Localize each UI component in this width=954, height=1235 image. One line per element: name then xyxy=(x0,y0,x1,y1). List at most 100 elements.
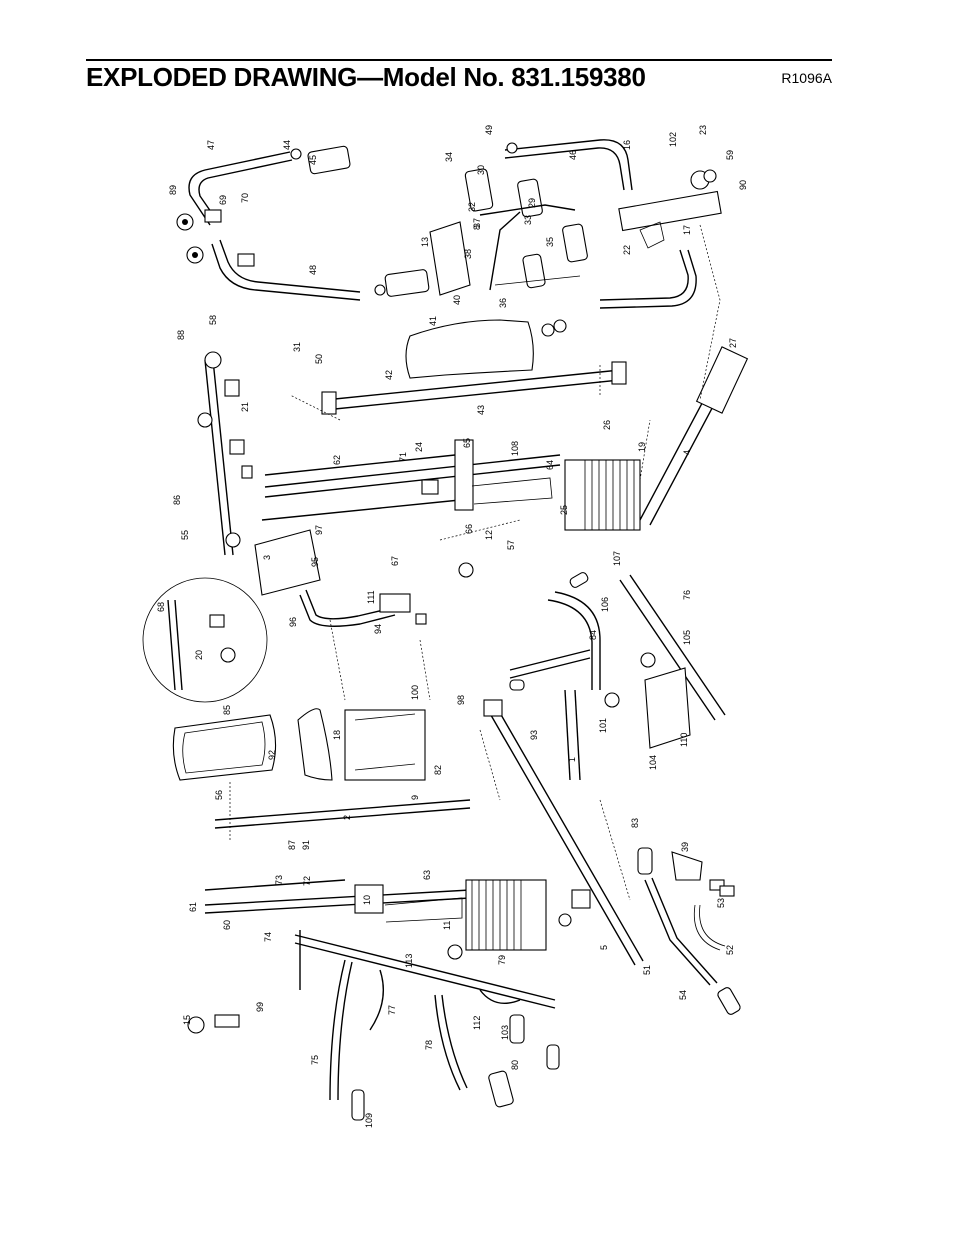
part-label-47: 47 xyxy=(206,140,216,150)
part-label-33: 33 xyxy=(523,215,533,225)
header-rule xyxy=(86,59,832,61)
part-label-91: 91 xyxy=(301,840,311,850)
part-label-57: 57 xyxy=(506,540,516,550)
part-label-88: 88 xyxy=(176,330,186,340)
part-label-22: 22 xyxy=(622,245,632,255)
diagonal-frame-and-stack xyxy=(465,699,644,966)
part-label-43: 43 xyxy=(476,405,486,415)
part-label-59: 59 xyxy=(725,150,735,160)
part-label-40: 40 xyxy=(452,295,462,305)
part-label-83: 83 xyxy=(630,818,640,828)
part-label-105: 105 xyxy=(682,630,692,645)
part-label-106: 106 xyxy=(600,597,610,612)
part-label-32: 32 xyxy=(467,202,477,212)
part-label-85: 85 xyxy=(222,705,232,715)
part-label-48: 48 xyxy=(308,265,318,275)
part-label-55: 55 xyxy=(180,530,190,540)
part-label-31: 31 xyxy=(292,342,302,352)
part-label-100: 100 xyxy=(410,685,420,700)
part-label-61: 61 xyxy=(188,902,198,912)
part-label-3: 3 xyxy=(262,555,272,560)
part-label-60: 60 xyxy=(222,920,232,930)
part-label-41: 41 xyxy=(428,316,438,326)
part-label-34: 34 xyxy=(444,152,454,162)
part-label-21: 21 xyxy=(240,402,250,412)
drawing-code: R1096A xyxy=(781,70,832,86)
part-label-78: 78 xyxy=(424,1040,434,1050)
part-callouts: 1234589101112131516171819202122232425262… xyxy=(156,125,748,1128)
part-label-74: 74 xyxy=(263,932,273,942)
part-label-39: 39 xyxy=(680,842,690,852)
part-label-69: 69 xyxy=(218,195,228,205)
part-label-23: 23 xyxy=(698,125,708,135)
part-label-52: 52 xyxy=(725,945,735,955)
part-label-9: 9 xyxy=(410,795,420,800)
part-label-82: 82 xyxy=(433,765,443,775)
part-label-54: 54 xyxy=(678,990,688,1000)
part-label-112: 112 xyxy=(472,1016,482,1030)
part-label-53: 53 xyxy=(716,898,726,908)
part-label-67: 67 xyxy=(390,556,400,566)
part-label-65: 65 xyxy=(462,438,472,448)
part-label-29: 29 xyxy=(527,198,537,208)
part-label-96: 96 xyxy=(288,617,298,627)
part-label-27: 27 xyxy=(728,338,738,348)
part-label-10: 10 xyxy=(362,895,372,905)
part-label-20: 20 xyxy=(194,650,204,660)
part-label-99: 99 xyxy=(255,1002,265,1012)
part-label-103: 103 xyxy=(500,1025,510,1040)
part-label-30: 30 xyxy=(476,165,486,175)
part-label-8: 8 xyxy=(472,225,482,230)
part-label-49: 49 xyxy=(484,125,494,135)
part-label-104: 104 xyxy=(648,755,658,770)
part-label-97: 97 xyxy=(314,525,324,535)
part-label-51: 51 xyxy=(642,965,652,975)
part-label-44: 44 xyxy=(282,140,292,150)
bottom-leg-assembly xyxy=(187,930,560,1121)
part-label-102: 102 xyxy=(668,132,678,147)
part-label-50: 50 xyxy=(314,354,324,364)
seat-frame-assembly xyxy=(289,319,627,421)
leg-curl-assembly xyxy=(458,562,726,781)
part-label-18: 18 xyxy=(332,730,342,740)
tower-and-weight-stack xyxy=(261,346,749,531)
part-label-42: 42 xyxy=(384,370,394,380)
part-label-4: 4 xyxy=(682,450,692,455)
part-label-110: 110 xyxy=(679,733,689,747)
part-label-5: 5 xyxy=(599,945,609,950)
part-label-2: 2 xyxy=(342,815,352,820)
part-label-17: 17 xyxy=(682,225,692,235)
part-label-89: 89 xyxy=(168,185,178,195)
detail-circle xyxy=(142,577,268,703)
bar-and-chain xyxy=(637,847,741,1015)
leg-arm-assembly xyxy=(176,145,430,301)
part-label-87: 87 xyxy=(287,840,297,850)
part-label-95: 95 xyxy=(310,557,320,567)
part-label-26: 26 xyxy=(602,420,612,430)
part-label-63: 63 xyxy=(422,870,432,880)
part-label-101: 101 xyxy=(598,718,608,733)
part-label-93: 93 xyxy=(529,730,539,740)
part-label-68: 68 xyxy=(156,602,166,612)
part-label-72: 72 xyxy=(302,876,312,886)
part-label-12: 12 xyxy=(484,530,494,540)
part-label-109: 109 xyxy=(364,1113,374,1128)
part-label-13: 13 xyxy=(420,237,430,247)
part-label-46: 46 xyxy=(568,150,578,160)
part-label-25: 25 xyxy=(559,505,569,515)
part-label-113: 113 xyxy=(404,954,414,968)
part-label-62: 62 xyxy=(332,455,342,465)
arm-press-assembly xyxy=(429,139,722,337)
part-label-38: 38 xyxy=(463,249,473,259)
part-label-84: 84 xyxy=(588,630,598,640)
part-label-1: 1 xyxy=(567,757,577,762)
part-label-92: 92 xyxy=(267,750,277,760)
page-title: EXPLODED DRAWING—Model No. 831.159380 xyxy=(86,62,646,92)
part-label-108: 108 xyxy=(510,441,520,456)
part-label-11: 11 xyxy=(442,921,452,930)
part-label-19: 19 xyxy=(637,442,647,452)
part-label-98: 98 xyxy=(456,695,466,705)
part-label-80: 80 xyxy=(510,1060,520,1070)
part-label-56: 56 xyxy=(214,790,224,800)
part-label-58: 58 xyxy=(208,315,218,325)
